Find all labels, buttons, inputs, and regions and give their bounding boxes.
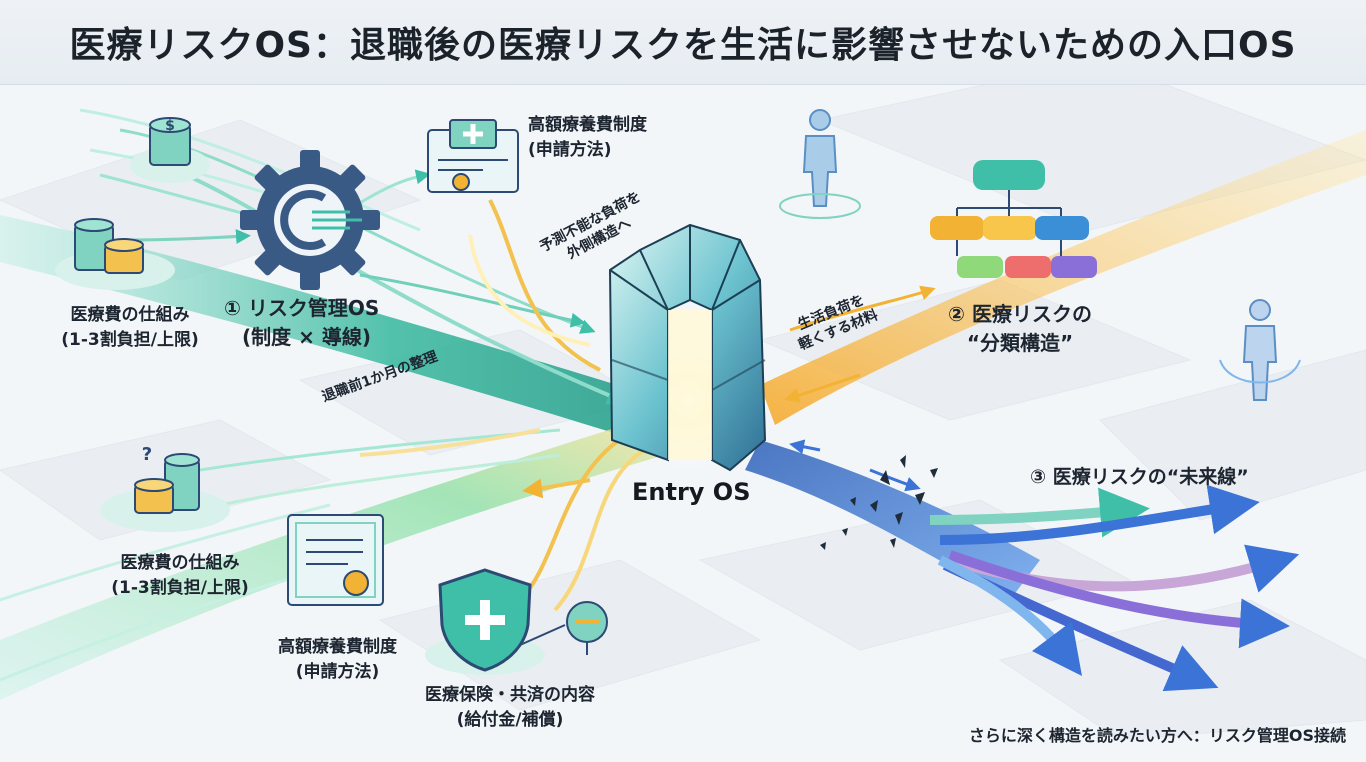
label-kougaku-bottom: 高額療養費制度 (申請方法) (278, 637, 397, 682)
person-hologram-icon (779, 109, 861, 219)
shield-cross-icon (425, 568, 545, 675)
label-kougaku-top: 高額療養費制度 (申請方法) (528, 115, 647, 160)
person-hologram-icon (1219, 299, 1301, 401)
crystal-gate-icon (608, 223, 767, 472)
page-title: 医療リスクOS：退職後の医療リスクを生活に影響させないための入口OS (69, 25, 1297, 66)
label-cost-bottom: 医療費の仕組み (1-3割負担/上限) (111, 553, 249, 598)
label-risk-os: ① リスク管理OS (制度 × 導線) (224, 296, 380, 349)
svg-text:$: $ (165, 118, 175, 134)
certificate-icon (287, 514, 384, 606)
pin-connector (519, 624, 566, 646)
footer-link[interactable]: さらに深く構造を読みたい方へ：リスク管理OS接続 (968, 726, 1346, 745)
label-future: ③ 医療リスクの“未来線” (1030, 466, 1249, 488)
org-tree-icon (930, 160, 1097, 278)
blue-beam (745, 439, 1300, 692)
entry-os-label: Entry OS (632, 478, 751, 506)
label-cost-top: 医療費の仕組み (1-3割負担/上限) (61, 305, 199, 350)
svg-text:?: ? (142, 444, 152, 465)
gold-flows (359, 199, 649, 612)
coin-stack-icon (55, 218, 175, 290)
gear-circuit-icon (240, 150, 380, 290)
label-classification: ② 医療リスクの “分類構造” (948, 302, 1092, 355)
coin-stack-icon: ? (100, 444, 230, 532)
label-insurance: 医療保険・共済の内容 (給付金/補償) (425, 685, 595, 730)
coin-stack-icon: $ (130, 117, 210, 183)
location-pin-icon (566, 601, 608, 655)
title-bar (0, 0, 1366, 85)
shatter-icon (820, 455, 938, 550)
certificate-icon (427, 119, 519, 193)
